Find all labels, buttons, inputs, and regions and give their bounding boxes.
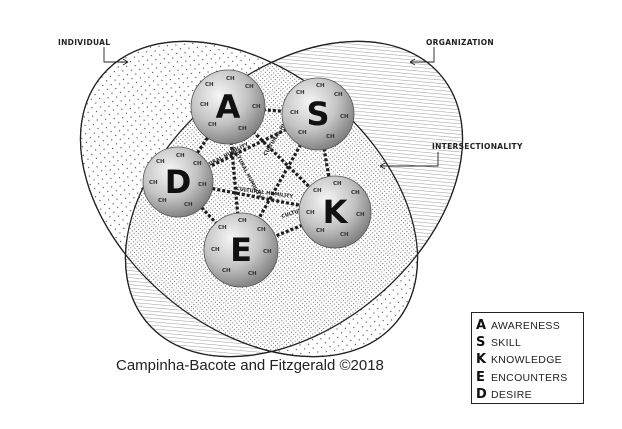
legend-word: AWARENESS xyxy=(491,320,561,332)
svg-text:CH: CH xyxy=(211,247,220,253)
svg-text:CH: CH xyxy=(149,180,158,186)
legend-word: DESIRE xyxy=(491,388,532,401)
svg-text:CH: CH xyxy=(306,210,315,216)
svg-text:CH: CH xyxy=(334,92,343,98)
svg-text:CH: CH xyxy=(351,190,360,196)
svg-text:CH: CH xyxy=(245,84,254,90)
sphere-letter-d: D xyxy=(165,163,192,201)
legend-letter: A xyxy=(476,318,487,333)
sphere-k: CH CH CH CH CH CH CH K xyxy=(298,175,372,249)
individual-leader xyxy=(103,47,128,63)
legend-word: SKILL xyxy=(491,337,522,350)
legend-letter: K xyxy=(476,352,487,368)
legend-letter: S xyxy=(476,335,486,351)
legend-letter: E xyxy=(476,369,485,385)
svg-text:CH: CH xyxy=(316,83,325,89)
sphere-e: CH CH CH CH CH CH CH E xyxy=(203,212,279,288)
svg-text:CH: CH xyxy=(340,114,349,120)
legend-word: KNOWLEDGE xyxy=(491,354,562,367)
legend-letter: D xyxy=(476,386,487,402)
svg-text:CH: CH xyxy=(218,225,227,231)
svg-text:CH: CH xyxy=(296,90,305,96)
svg-text:CH: CH xyxy=(257,227,266,233)
sphere-letter-e: E xyxy=(230,231,252,269)
svg-text:CH: CH xyxy=(158,198,167,204)
svg-text:CH: CH xyxy=(333,181,342,187)
svg-text:CH: CH xyxy=(326,134,335,140)
legend-row-skill: S SKILL xyxy=(476,335,579,352)
organization-leader xyxy=(410,47,435,63)
svg-text:CH: CH xyxy=(263,249,272,255)
svg-text:CH: CH xyxy=(248,271,257,277)
svg-text:CH: CH xyxy=(222,268,231,274)
label-intersectionality: INTERSECTIONALITY xyxy=(432,142,523,151)
sphere-a: CH CH CH CH CH CH CH A xyxy=(190,69,266,145)
credit-line: Campinha-Bacote and Fitzgerald ©2018 xyxy=(116,357,384,374)
svg-text:CH: CH xyxy=(313,188,322,194)
svg-text:CH: CH xyxy=(298,130,307,136)
svg-text:CH: CH xyxy=(238,218,247,224)
label-individual: INDIVIDUAL xyxy=(58,38,110,47)
svg-text:CH: CH xyxy=(238,126,247,132)
sphere-letter-s: S xyxy=(306,95,329,133)
svg-text:CH: CH xyxy=(156,159,165,165)
svg-text:CH: CH xyxy=(340,232,349,238)
sphere-letter-k: K xyxy=(323,193,349,231)
intersectionality-leader xyxy=(380,152,439,167)
legend-row-knowledge: K KNOWLEDGE xyxy=(476,352,579,369)
svg-text:CH: CH xyxy=(252,104,261,110)
sphere-s: CH CH CH CH CH CH CH S xyxy=(281,77,355,151)
svg-text:CH: CH xyxy=(356,212,365,218)
legend-row-encounters: E ENCOUNTERS xyxy=(476,370,579,387)
legend-row-desire: D DESIRE xyxy=(476,387,579,404)
legend-row-awareness: A AWARENESS xyxy=(476,318,579,335)
svg-text:CH: CH xyxy=(208,122,217,128)
svg-text:CH: CH xyxy=(176,153,185,159)
svg-text:CH: CH xyxy=(184,202,193,208)
legend-word: ENCOUNTERS xyxy=(491,371,568,384)
svg-text:CH: CH xyxy=(198,182,207,188)
svg-text:CH: CH xyxy=(200,102,209,108)
svg-text:CH: CH xyxy=(193,161,202,167)
svg-text:CH: CH xyxy=(316,228,325,234)
svg-text:CH: CH xyxy=(290,110,299,116)
sphere-d: CH CH CH CH CH CH CH D xyxy=(142,146,214,218)
svg-text:CH: CH xyxy=(205,82,214,88)
sphere-letter-a: A xyxy=(216,88,241,126)
label-organization: ORGANIZATION xyxy=(426,38,494,47)
svg-text:CH: CH xyxy=(226,76,235,82)
legend-box: A AWARENESS S SKILL K KNOWLEDGE E ENCOUN… xyxy=(471,312,584,404)
